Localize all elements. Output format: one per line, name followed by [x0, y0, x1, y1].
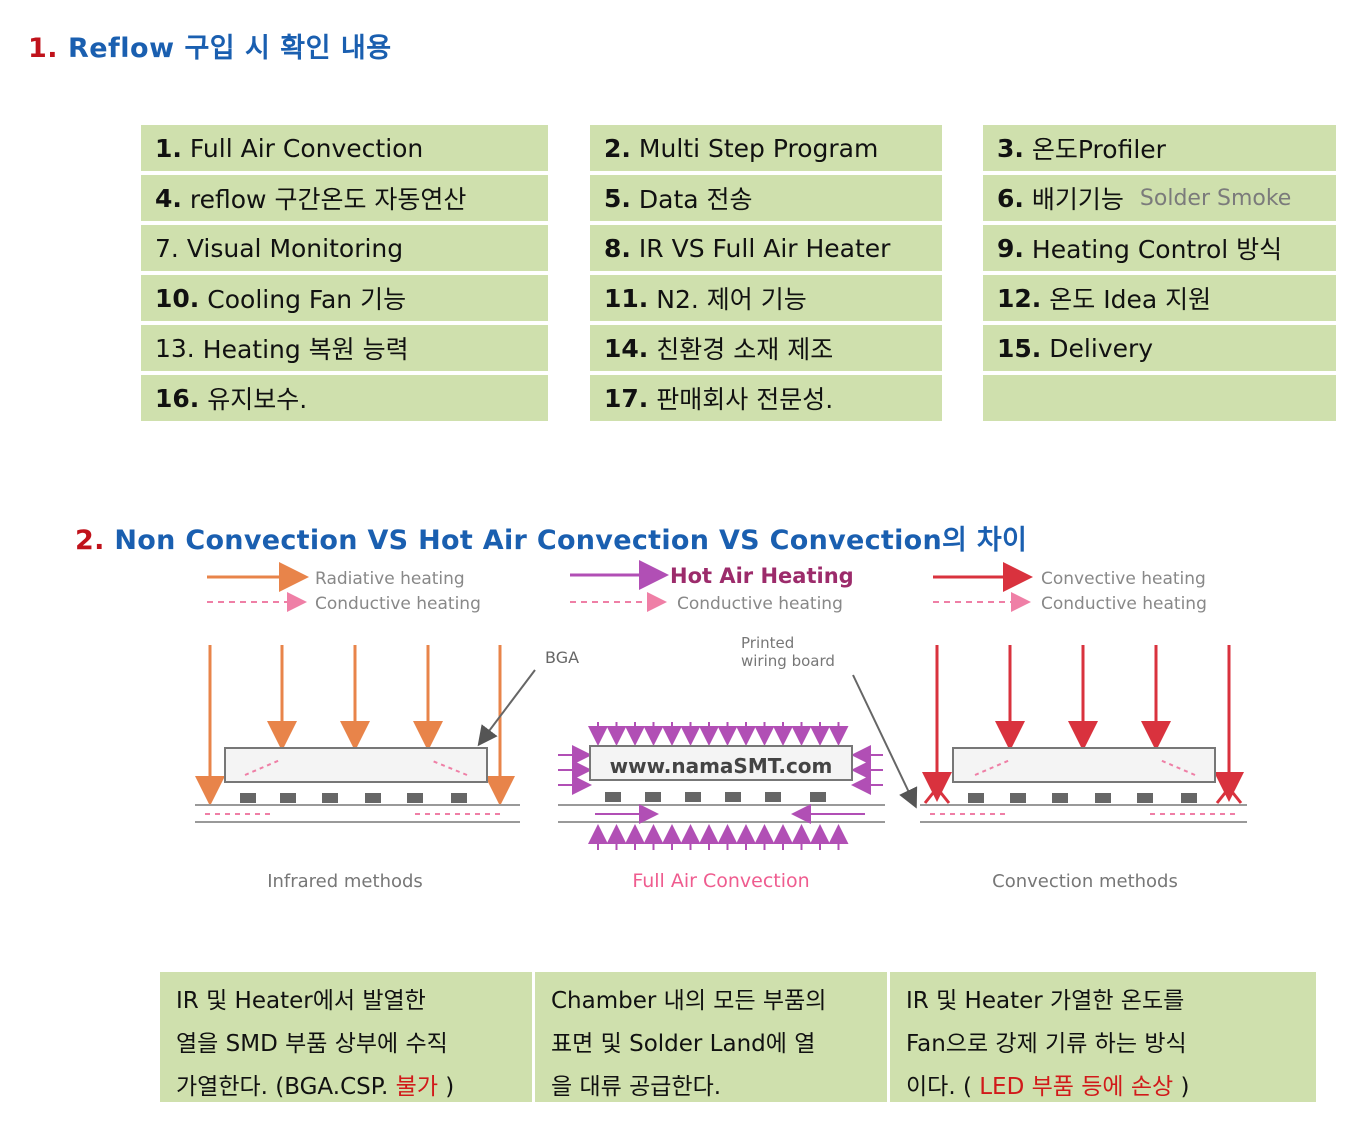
- checklist-item: 15.Delivery: [983, 325, 1336, 371]
- checklist-item-note: Solder Smoke: [1139, 185, 1292, 211]
- checklist-item: 3.온도Profiler: [983, 125, 1336, 171]
- checklist-item: 8.IR VS Full Air Heater: [590, 225, 942, 271]
- infrared-panel: Radiative heating Conductive heating BGA…: [195, 562, 579, 892]
- section1-title: Reflow 구입 시 확인 내용: [67, 33, 392, 64]
- checklist-item: 11.N2. 제어 기능: [590, 275, 942, 321]
- section2-title: Non Convection VS Hot Air Convection VS …: [114, 525, 1028, 556]
- checklist-column-2: 2.Multi Step Program 5.Data 전송 8.IR VS F…: [590, 125, 942, 425]
- description-full-air: Chamber 내의 모든 부품의 표면 및 Solder Land에 열 을 …: [535, 972, 890, 1102]
- caption-convection: Convection methods: [992, 871, 1178, 892]
- section2-number: 2.: [75, 525, 105, 556]
- section1-number: 1.: [28, 33, 59, 64]
- checklist-item: 16.유지보수.: [141, 375, 548, 421]
- checklist-item: 5.Data 전송: [590, 175, 942, 221]
- checklist-item: 9.Heating Control 방식: [983, 225, 1336, 271]
- legend-hot-air: Hot Air Heating: [670, 564, 854, 588]
- legend-convective: Convective heating: [1041, 569, 1206, 589]
- full-air-convection-panel: Hot Air Heating Conductive heating Print…: [558, 560, 918, 892]
- legend-conductive: Conductive heating: [315, 594, 481, 614]
- checklist-item: 14.친환경 소재 제조: [590, 325, 942, 371]
- description-infrared: IR 및 Heater에서 발열한 열을 SMD 부품 상부에 수직 가열한다.…: [160, 972, 535, 1102]
- section2-heading: 2. Non Convection VS Hot Air Convection …: [75, 518, 1027, 557]
- checklist-item: 4.reflow 구간온도 자동연산: [141, 175, 548, 221]
- heating-methods-diagram: Radiative heating Conductive heating BGA…: [195, 560, 1247, 892]
- checklist-item: 17.판매회사 전문성.: [590, 375, 942, 421]
- description-convection: IR 및 Heater 가열한 온도를 Fan으로 강제 기류 하는 방식 이다…: [890, 972, 1316, 1102]
- legend-radiative: Radiative heating: [315, 569, 465, 589]
- legend-conductive: Conductive heating: [677, 594, 843, 614]
- caption-full-air: Full Air Convection: [632, 870, 809, 892]
- checklist-item: 13.Heating 복원 능력: [141, 325, 548, 371]
- section1-heading: 1. Reflow 구입 시 확인 내용: [28, 26, 392, 65]
- legend-conductive: Conductive heating: [1041, 594, 1207, 614]
- checklist-item: 2.Multi Step Program: [590, 125, 942, 171]
- checklist-item: 1.Full Air Convection: [141, 125, 548, 171]
- watermark: www.namaSMT.com: [610, 754, 833, 778]
- description-table: IR 및 Heater에서 발열한 열을 SMD 부품 상부에 수직 가열한다.…: [160, 972, 1316, 1102]
- caption-infrared: Infrared methods: [267, 871, 423, 892]
- checklist-column-1: 1.Full Air Convection 4.reflow 구간온도 자동연산…: [141, 125, 548, 425]
- checklist-item-empty: [983, 375, 1336, 421]
- bga-label: BGA: [545, 648, 579, 667]
- checklist-item: 12.온도 Idea 지원: [983, 275, 1336, 321]
- convection-panel: Convective heating Conductive heating Co…: [920, 562, 1247, 892]
- pcb-label-line2: wiring board: [741, 652, 835, 670]
- checklist-item: 10.Cooling Fan 기능: [141, 275, 548, 321]
- pcb-label-line1: Printed: [741, 634, 794, 652]
- checklist-item: 7.Visual Monitoring: [141, 225, 548, 271]
